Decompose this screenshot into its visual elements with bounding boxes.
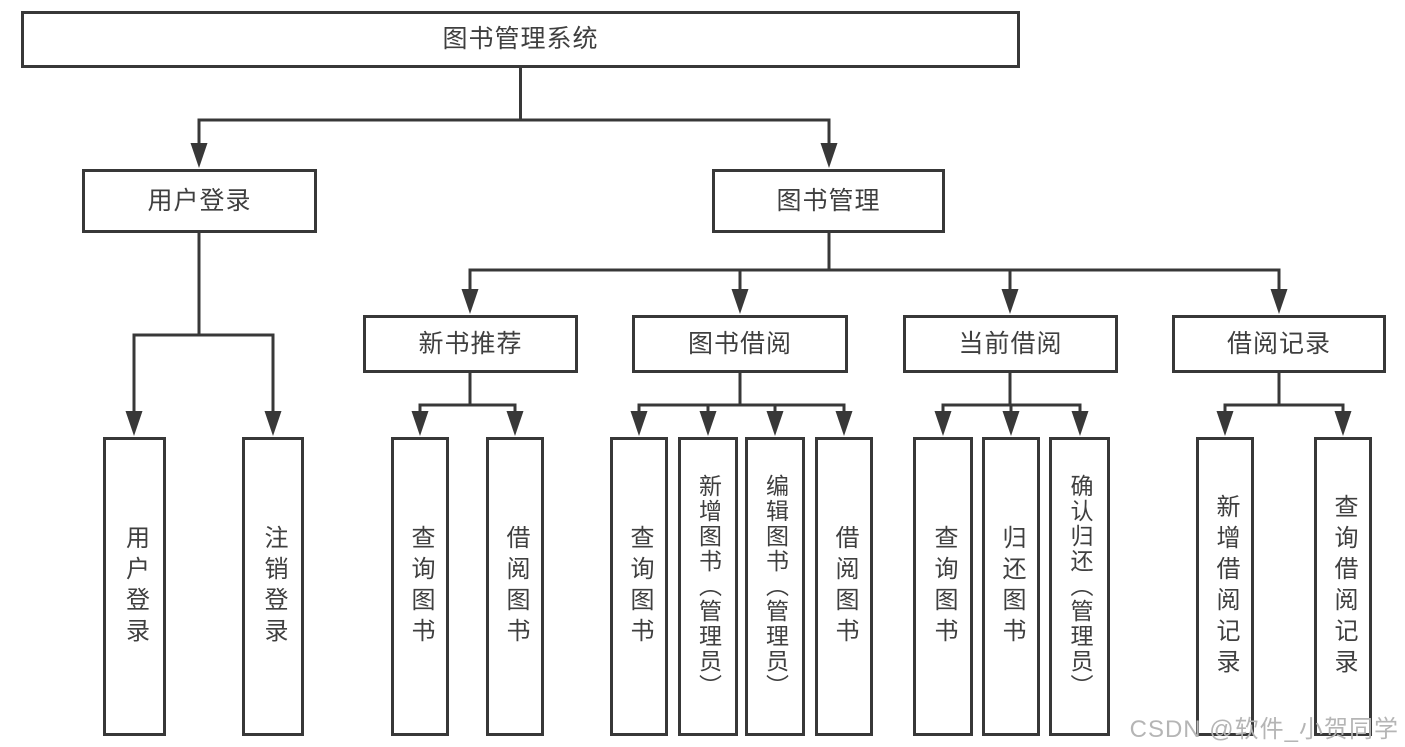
leaf-records-query-record: 查询借阅记录 [1314, 437, 1372, 736]
leaf-records-query-record-label: 查询借阅记录 [1330, 493, 1357, 680]
leaf-records-add-record-label: 新增借阅记录 [1212, 493, 1239, 680]
node-borrowing-records: 借阅记录 [1172, 315, 1386, 373]
node-book-management-label: 图书管理 [776, 186, 881, 215]
node-new-book-recommend: 新书推荐 [363, 315, 578, 373]
leaf-logout: 注销登录 [242, 437, 304, 736]
leaf-current-query-books-label: 查询图书 [930, 524, 957, 649]
leaf-borrowing-edit-books-admin: 编辑图书（管理员） [745, 437, 805, 736]
node-new-book-recommend-label: 新书推荐 [418, 329, 523, 358]
arrowheads [125, 143, 1352, 436]
leaf-newrec-borrow-books: 借阅图书 [486, 437, 544, 736]
node-root: 图书管理系统 [21, 11, 1020, 68]
node-book-management: 图书管理 [712, 169, 945, 233]
node-current-borrowing-label: 当前借阅 [958, 329, 1063, 358]
leaf-borrowing-query-books-label: 查询图书 [626, 524, 653, 649]
leaf-borrowing-edit-books-admin-label: 编辑图书（管理员） [762, 474, 789, 699]
node-user-login: 用户登录 [82, 169, 317, 233]
leaf-borrowing-borrow-books-label: 借阅图书 [831, 524, 858, 649]
node-root-label: 图书管理系统 [442, 25, 599, 53]
node-user-login-label: 用户登录 [147, 186, 252, 215]
leaf-current-return-books-label: 归还图书 [998, 524, 1025, 649]
leaf-newrec-query-books-label: 查询图书 [407, 524, 434, 649]
leaf-logout-label: 注销登录 [260, 524, 287, 649]
leaf-current-confirm-return-admin: 确认归还（管理员） [1049, 437, 1110, 736]
node-borrowing-records-label: 借阅记录 [1226, 329, 1331, 358]
leaf-borrowing-add-books-admin-label: 新增图书（管理员） [695, 474, 722, 699]
leaf-borrowing-query-books: 查询图书 [610, 437, 668, 736]
node-book-borrowing: 图书借阅 [632, 315, 848, 373]
leaf-current-confirm-return-admin-label: 确认归还（管理员） [1067, 474, 1093, 699]
node-current-borrowing: 当前借阅 [903, 315, 1118, 373]
leaf-user-login-label: 用户登录 [121, 524, 149, 649]
leaf-current-return-books: 归还图书 [982, 437, 1040, 736]
leaf-records-add-record: 新增借阅记录 [1196, 437, 1254, 736]
leaf-newrec-borrow-books-label: 借阅图书 [502, 524, 529, 649]
leaf-current-query-books: 查询图书 [913, 437, 973, 736]
leaf-newrec-query-books: 查询图书 [391, 437, 449, 736]
leaf-borrowing-add-books-admin: 新增图书（管理员） [678, 437, 738, 736]
node-book-borrowing-label: 图书借阅 [687, 329, 792, 358]
csdn-watermark: CSDN @软件_小贺同学 [1129, 716, 1399, 743]
leaf-user-login: 用户登录 [103, 437, 166, 736]
leaf-borrowing-borrow-books: 借阅图书 [815, 437, 873, 736]
